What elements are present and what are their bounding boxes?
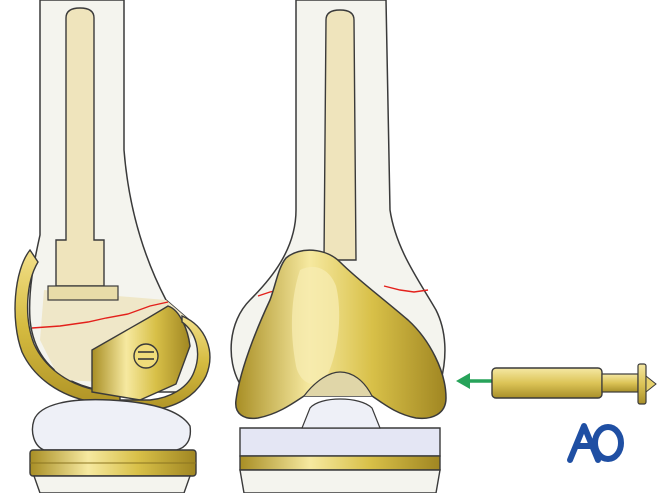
anterior-view [230, 0, 447, 493]
tibial-post [301, 398, 381, 429]
ao-logo [567, 423, 624, 463]
tibial-tray-anterior [239, 455, 441, 471]
fixation-screw [133, 343, 159, 369]
intercondylar-notch [303, 371, 373, 397]
femoral-component-highlight [291, 266, 340, 385]
tibial-insert-lateral [31, 398, 192, 451]
lateral-view [14, 0, 211, 493]
femoral-component-posterior-flange [14, 248, 121, 405]
fracture-line-anterior-right [383, 285, 429, 293]
fracture-line-lateral [31, 301, 169, 329]
femoral-component-anterior-view [235, 249, 447, 420]
insertion-arrow [456, 373, 496, 389]
tibia-lateral [33, 475, 191, 493]
tibia-anterior [239, 469, 441, 493]
femoral-stem-lateral [55, 7, 105, 287]
stem-collar-lateral [47, 285, 119, 301]
femoral-stem-anterior [323, 9, 357, 261]
stem-extension-bolt [491, 363, 657, 405]
tibial-insert-anterior [239, 427, 441, 457]
